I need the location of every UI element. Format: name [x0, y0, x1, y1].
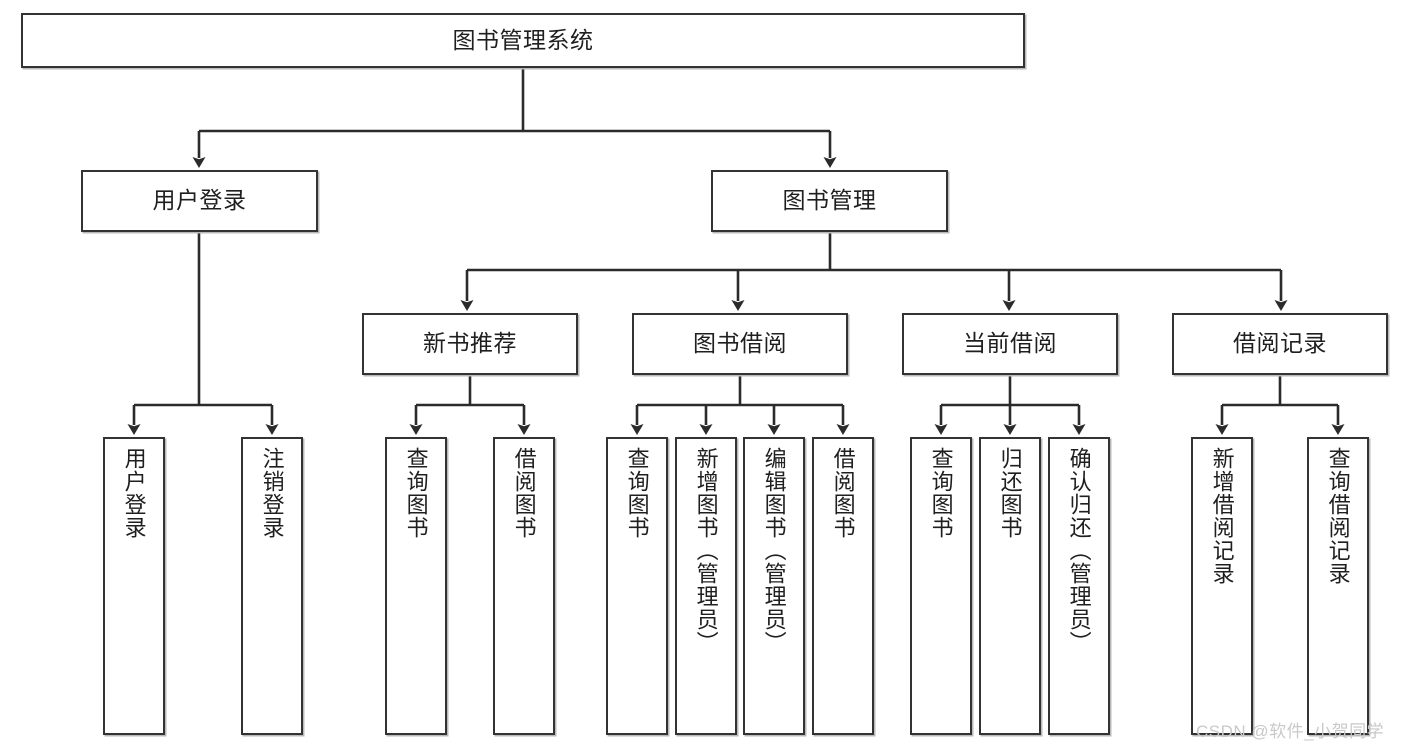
node-leaf-edit-book-label: 编辑图书（管理员）: [761, 447, 787, 654]
node-current-borrow[interactable]: 当前借阅: [902, 313, 1118, 375]
node-book-manage-label: 图书管理: [782, 187, 877, 214]
node-book-borrow[interactable]: 图书借阅: [632, 313, 848, 375]
node-leaf-query-book-3-label: 查询图书: [928, 447, 954, 539]
node-book-borrow-label: 图书借阅: [693, 330, 787, 357]
node-leaf-query-book-1-label: 查询图书: [403, 447, 429, 539]
node-leaf-add-record[interactable]: 新增借阅记录: [1191, 437, 1253, 735]
node-leaf-user-login-label: 用户登录: [121, 447, 147, 539]
node-leaf-query-record-label: 查询借阅记录: [1325, 447, 1351, 585]
node-leaf-add-book-label: 新增图书（管理员）: [693, 447, 719, 654]
node-borrow-record-label: 借阅记录: [1233, 330, 1327, 357]
node-leaf-query-record[interactable]: 查询借阅记录: [1307, 437, 1369, 735]
node-leaf-return-book[interactable]: 归还图书: [979, 437, 1041, 735]
node-leaf-borrow-book-2-label: 借阅图书: [830, 447, 856, 539]
node-leaf-return-book-label: 归还图书: [997, 447, 1023, 539]
node-leaf-query-book-2-label: 查询图书: [624, 447, 650, 539]
node-leaf-add-book[interactable]: 新增图书（管理员）: [675, 437, 737, 735]
node-book-manage[interactable]: 图书管理: [711, 170, 948, 232]
node-leaf-borrow-book-1[interactable]: 借阅图书: [493, 437, 555, 735]
watermark: CSDN @软件_小贺同学: [1196, 722, 1385, 741]
node-user-login[interactable]: 用户登录: [81, 170, 318, 232]
node-leaf-query-book-3[interactable]: 查询图书: [910, 437, 972, 735]
node-leaf-borrow-book-2[interactable]: 借阅图书: [812, 437, 874, 735]
node-new-book-recommend-label: 新书推荐: [423, 330, 517, 357]
node-leaf-borrow-book-1-label: 借阅图书: [511, 447, 537, 539]
node-leaf-query-book-2[interactable]: 查询图书: [606, 437, 668, 735]
node-leaf-user-login[interactable]: 用户登录: [103, 437, 165, 735]
node-root[interactable]: 图书管理系统: [21, 13, 1025, 68]
node-leaf-confirm-return-label: 确认归还（管理员）: [1066, 447, 1092, 654]
node-root-label: 图书管理系统: [452, 26, 594, 53]
node-leaf-add-record-label: 新增借阅记录: [1209, 447, 1235, 585]
node-leaf-confirm-return[interactable]: 确认归还（管理员）: [1048, 437, 1110, 735]
node-new-book-recommend[interactable]: 新书推荐: [362, 313, 578, 375]
node-borrow-record[interactable]: 借阅记录: [1172, 313, 1388, 375]
node-leaf-query-book-1[interactable]: 查询图书: [385, 437, 447, 735]
node-current-borrow-label: 当前借阅: [963, 330, 1057, 357]
node-user-login-label: 用户登录: [152, 187, 247, 214]
node-leaf-user-logout[interactable]: 注销登录: [241, 437, 303, 735]
node-leaf-edit-book[interactable]: 编辑图书（管理员）: [743, 437, 805, 735]
node-leaf-user-logout-label: 注销登录: [259, 447, 285, 539]
